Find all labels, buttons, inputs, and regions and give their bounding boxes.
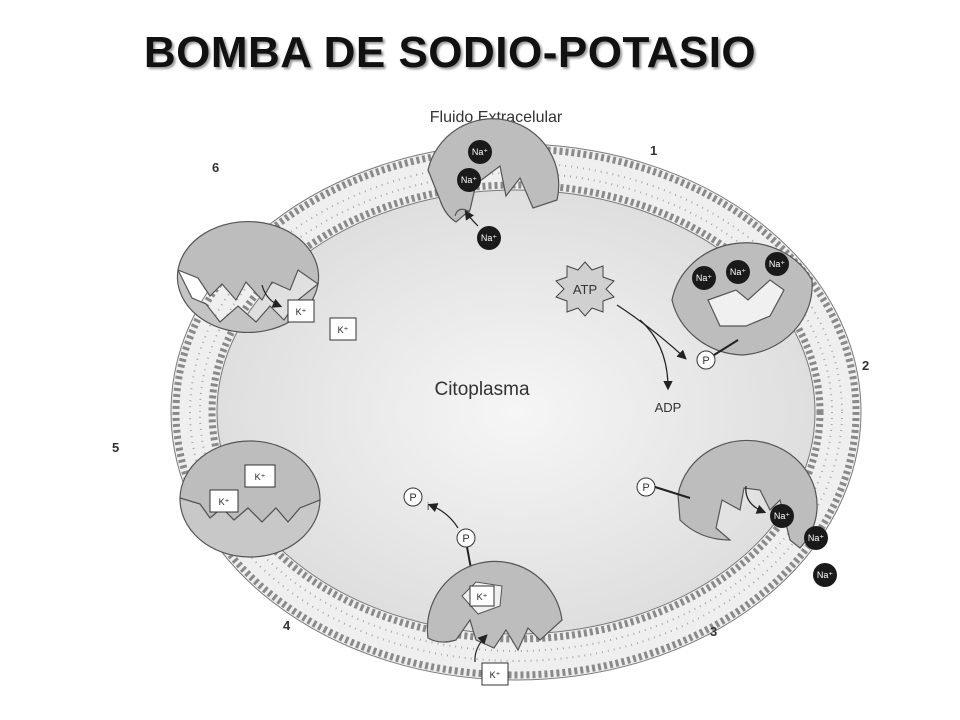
svg-text:Na⁺: Na⁺: [472, 147, 489, 157]
phosphate-release-arrow: [427, 503, 459, 529]
sodium-ion: Na⁺: [457, 168, 481, 192]
step-number-3: 3: [710, 624, 717, 639]
potassium-ion: K⁺: [209, 489, 239, 513]
phosphate-group: P: [456, 528, 476, 548]
svg-text:i: i: [427, 502, 429, 513]
svg-text:K⁺: K⁺: [338, 325, 349, 335]
ion-entry-arrow: [474, 634, 488, 663]
svg-text:Na⁺: Na⁺: [481, 233, 498, 243]
phosphate-group: P: [636, 477, 656, 497]
atp-to-phosphate-arrow: [616, 304, 687, 360]
step-number-4: 4: [283, 618, 291, 633]
potassium-ion: K⁺: [244, 464, 276, 488]
extracellular-label: Fluido Extracelular: [430, 109, 563, 126]
sodium-ion: Na⁺: [468, 140, 492, 164]
svg-text:Na⁺: Na⁺: [808, 533, 825, 543]
step-number-1: 1: [650, 143, 657, 158]
svg-text:K⁺: K⁺: [219, 497, 230, 507]
potassium-ion: K⁺: [481, 662, 509, 686]
svg-text:P: P: [702, 355, 709, 367]
sodium-ion: Na⁺: [813, 563, 837, 587]
phosphate-group: P: [696, 350, 716, 370]
potassium-ion: K⁺: [329, 317, 357, 341]
slide-title: BOMBA DE SODIO-POTASIO: [143, 28, 757, 77]
svg-text:Na⁺: Na⁺: [817, 570, 834, 580]
svg-text:K⁺: K⁺: [255, 472, 266, 482]
svg-text:ATP: ATP: [573, 282, 597, 297]
svg-text:P: P: [409, 492, 416, 504]
atp-molecule: ATP: [555, 261, 615, 317]
step-number-5: 5: [112, 440, 119, 455]
phosphate-bond: [713, 339, 739, 356]
cytoplasm-label: Citoplasma: [434, 379, 529, 400]
sodium-ion: Na⁺: [726, 260, 750, 284]
potassium-ion: K⁺: [287, 299, 315, 323]
sodium-ion: Na⁺: [477, 226, 501, 250]
phosphate-bond: [654, 486, 691, 499]
svg-text:Na⁺: Na⁺: [696, 273, 713, 283]
svg-text:Na⁺: Na⁺: [774, 511, 791, 521]
svg-text:Na⁺: Na⁺: [769, 259, 786, 269]
ion-exit-arrow: [745, 485, 767, 514]
svg-text:P: P: [462, 533, 469, 545]
adp-label: ADP: [655, 400, 682, 415]
sodium-ion: Na⁺: [804, 526, 828, 550]
svg-text:Na⁺: Na⁺: [461, 175, 478, 185]
pump-protein-step-5: [179, 440, 321, 558]
svg-text:K⁺: K⁺: [490, 670, 501, 680]
pump-protein-step-3: [677, 439, 818, 549]
step-number-6: 6: [212, 160, 219, 175]
svg-text:P: P: [642, 482, 649, 494]
sodium-ion: Na⁺: [770, 504, 794, 528]
sodium-ion: Na⁺: [765, 252, 789, 276]
potassium-ion: K⁺: [469, 585, 495, 607]
atp-to-adp-arrow: [639, 319, 673, 391]
sodium-ion: Na⁺: [692, 266, 716, 290]
ion-entry-arrow: [464, 210, 479, 227]
pump-protein-step-6: [176, 220, 320, 334]
svg-text:K⁺: K⁺: [296, 307, 307, 317]
ion-exit-arrow: [261, 284, 283, 308]
step-number-2: 2: [862, 358, 869, 373]
svg-text:Na⁺: Na⁺: [730, 267, 747, 277]
svg-text:K⁺: K⁺: [477, 592, 488, 602]
